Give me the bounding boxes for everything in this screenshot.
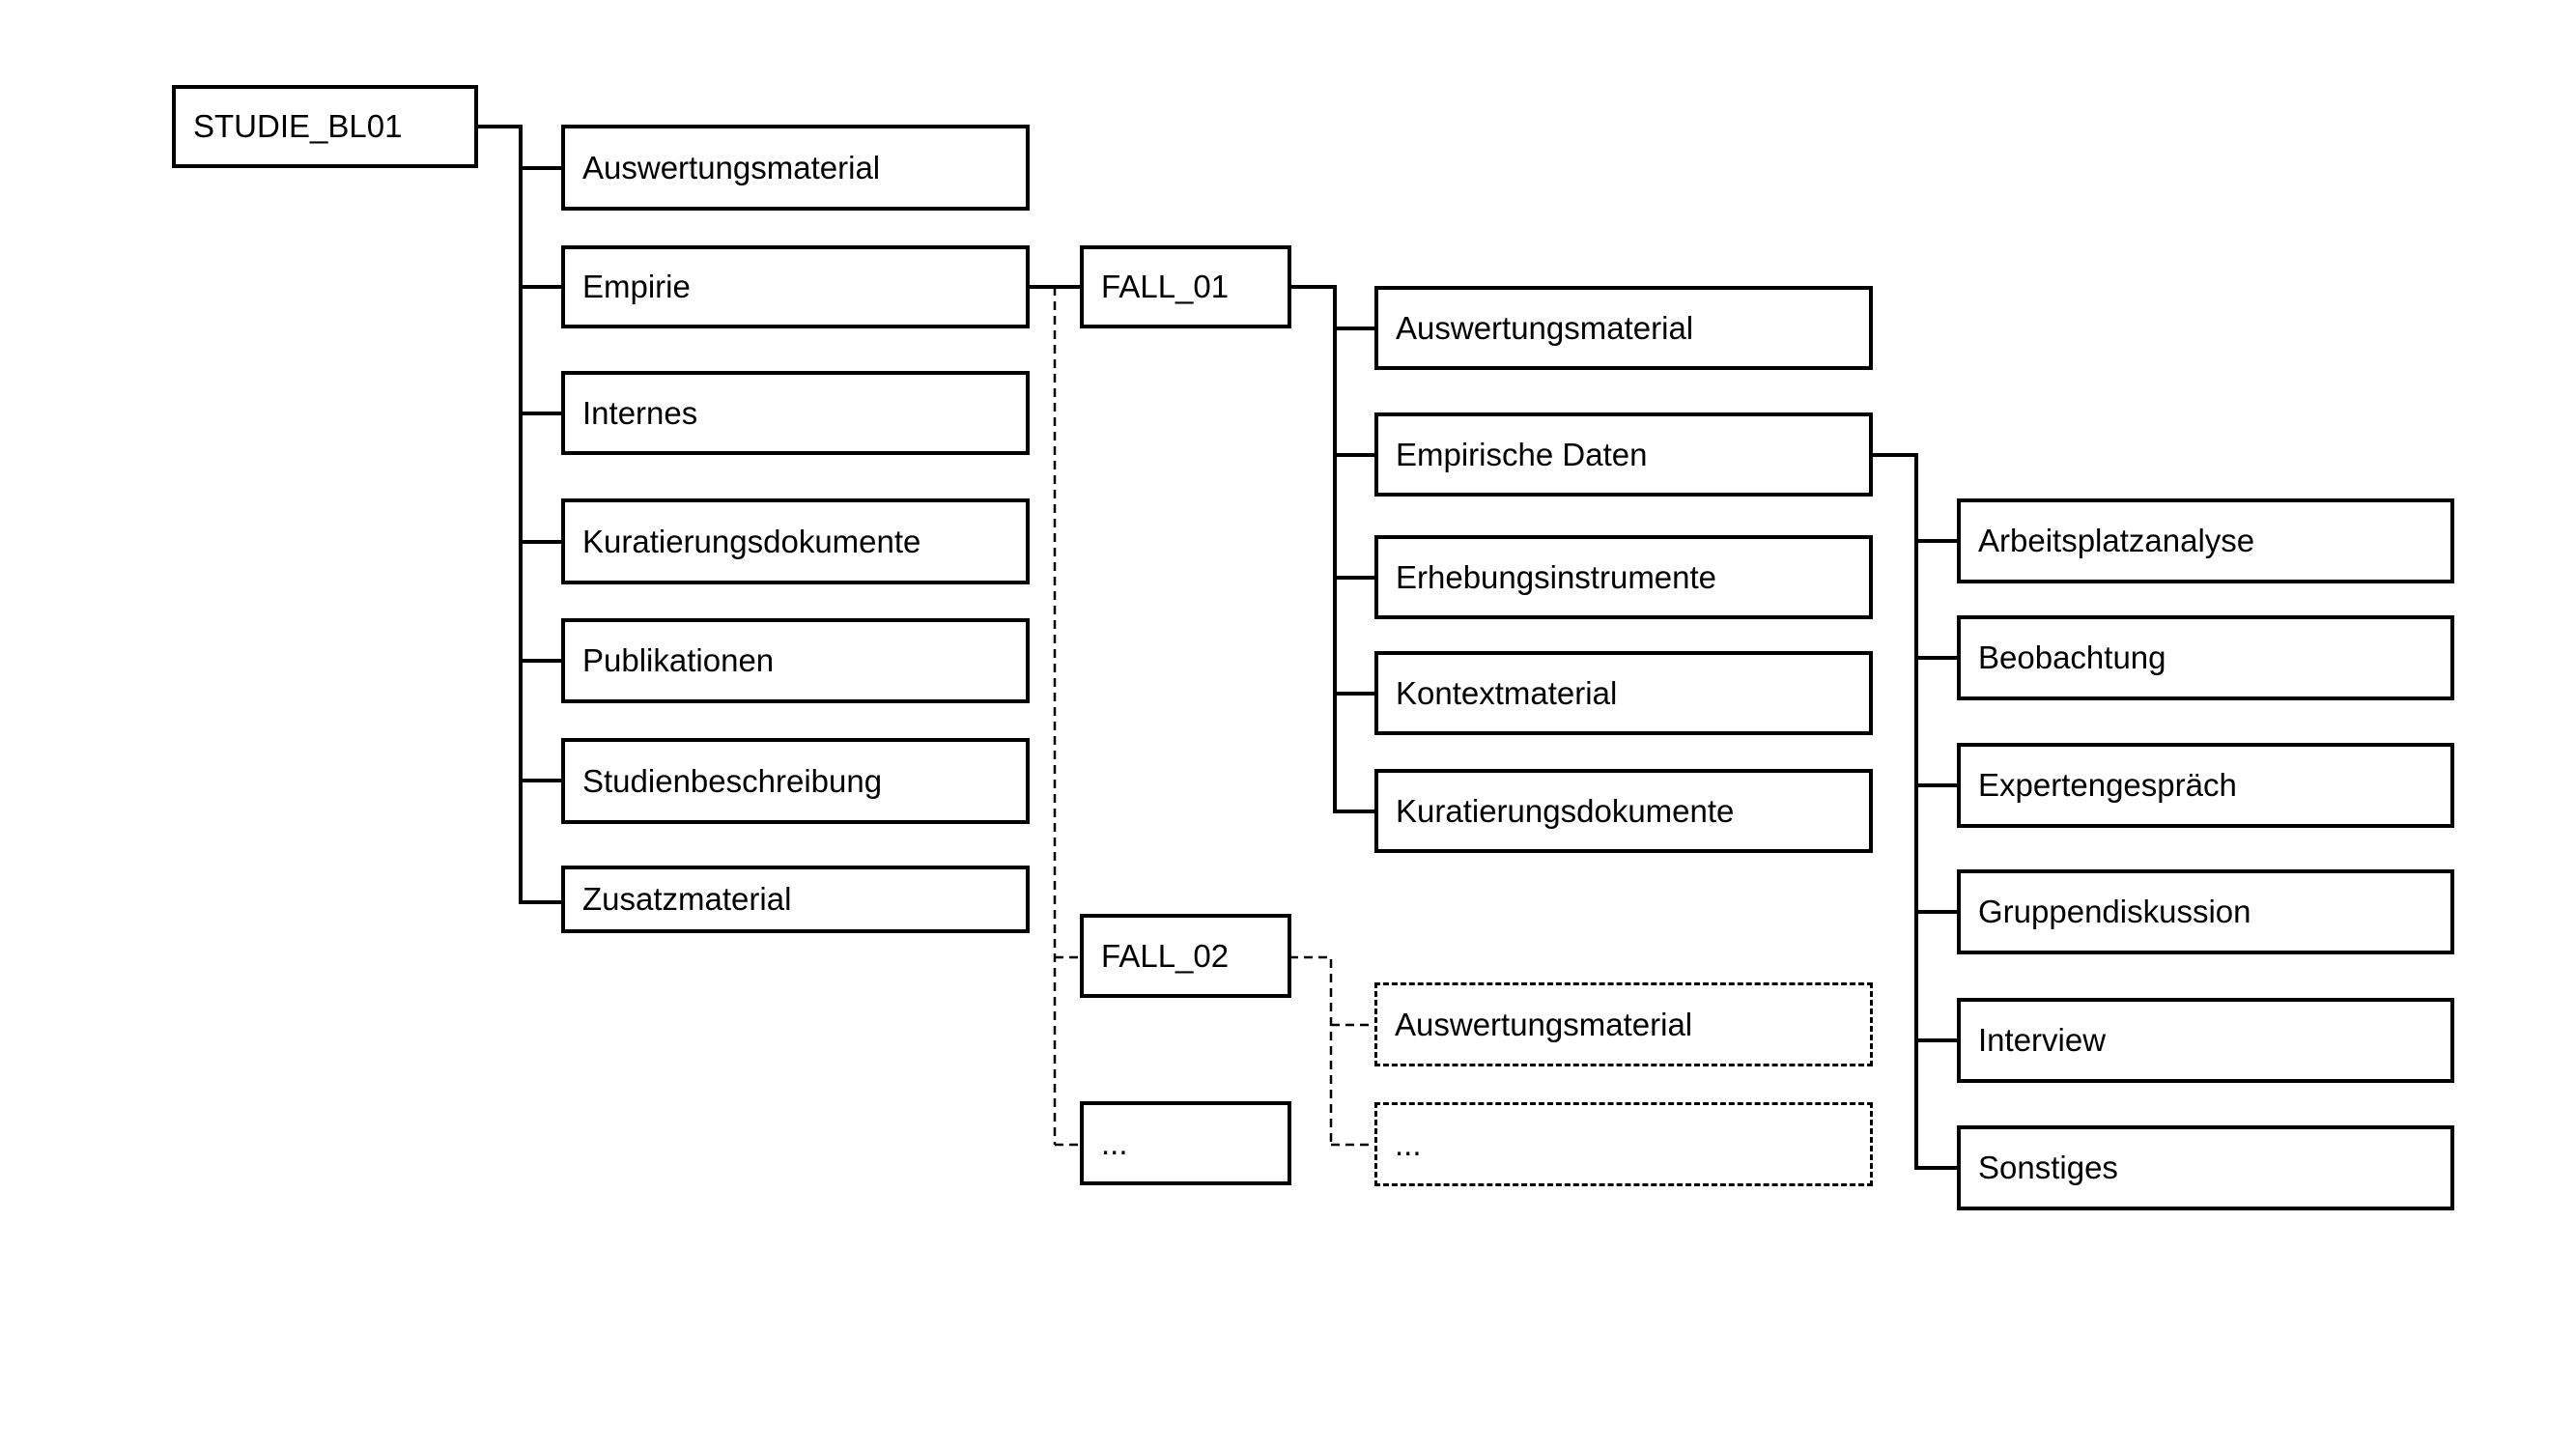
node-label: Erhebungsinstrumente: [1396, 558, 1717, 595]
connector-fall02-trunk: [1289, 955, 1333, 1145]
node-label: Arbeitsplatzanalyse: [1978, 523, 2255, 558]
node-label: Auswertungsmaterial: [1396, 309, 1694, 346]
node-label: Expertengespräch: [1978, 767, 2237, 803]
connector-empirische-daten-trunk: [1869, 453, 1918, 1170]
node-ed-expertengespraech: Expertengespräch: [1957, 743, 2454, 828]
node-l1-empirie: Empirie: [561, 245, 1030, 328]
node-case-more: ...: [1080, 1101, 1291, 1185]
node-ed-gruppendiskussion: Gruppendiskussion: [1957, 869, 2454, 954]
node-label: Studienbeschreibung: [582, 762, 883, 799]
node-label: Empirische Daten: [1396, 436, 1648, 472]
node-fall01-auswertungsmaterial: Auswertungsmaterial: [1374, 286, 1873, 370]
node-ed-arbeitsplatzanalyse: Arbeitsplatzanalyse: [1957, 498, 2454, 583]
node-ed-sonstiges: Sonstiges: [1957, 1125, 2454, 1210]
node-fall02-auswertungsmaterial: Auswertungsmaterial: [1374, 982, 1873, 1066]
node-fall01-kuratierungsdokumente: Kuratierungsdokumente: [1374, 769, 1873, 853]
node-case-fall02: FALL_02: [1080, 914, 1291, 998]
node-fall01-kontextmaterial: Kontextmaterial: [1374, 651, 1873, 735]
node-fall01-erhebungsinstrumente: Erhebungsinstrumente: [1374, 535, 1873, 619]
node-root: STUDIE_BL01: [172, 85, 478, 168]
node-fall02-more: ...: [1374, 1102, 1873, 1186]
node-label: Kontextmaterial: [1396, 674, 1618, 711]
node-l1-zusatzmaterial: Zusatzmaterial: [561, 866, 1030, 933]
node-label: Publikationen: [582, 642, 775, 678]
node-label: STUDIE_BL01: [193, 108, 403, 144]
node-l1-publikationen: Publikationen: [561, 618, 1030, 703]
node-label: ...: [1101, 1124, 1128, 1161]
node-label: Beobachtung: [1978, 639, 2166, 675]
node-label: Gruppendiskussion: [1978, 894, 2251, 929]
node-l1-internes: Internes: [561, 371, 1030, 455]
node-l1-auswertungsmaterial: Auswertungsmaterial: [561, 125, 1030, 211]
node-label: ...: [1395, 1125, 1422, 1162]
node-label: Auswertungsmaterial: [1395, 1006, 1693, 1042]
connector-fall01-trunk: [1288, 285, 1337, 813]
node-case-fall01: FALL_01: [1080, 245, 1291, 328]
node-label: Zusatzmaterial: [582, 881, 792, 917]
node-label: Interview: [1978, 1022, 2107, 1058]
node-label: Internes: [582, 394, 698, 431]
node-label: Sonstiges: [1978, 1150, 2118, 1185]
connector-root-trunk: [474, 125, 523, 904]
node-ed-beobachtung: Beobachtung: [1957, 615, 2454, 700]
node-label: Auswertungsmaterial: [582, 149, 881, 185]
node-label: Empirie: [582, 269, 691, 304]
node-label: FALL_02: [1101, 937, 1230, 974]
node-label: FALL_01: [1101, 269, 1230, 304]
node-fall01-empirische-daten: Empirische Daten: [1374, 412, 1873, 497]
node-label: Kuratierungsdokumente: [1396, 792, 1735, 829]
node-label: Kuratierungsdokumente: [582, 523, 921, 559]
node-l1-kuratierungsdokumente: Kuratierungsdokumente: [561, 498, 1030, 584]
node-l1-studienbeschreibung: Studienbeschreibung: [561, 738, 1030, 824]
node-ed-interview: Interview: [1957, 998, 2454, 1083]
